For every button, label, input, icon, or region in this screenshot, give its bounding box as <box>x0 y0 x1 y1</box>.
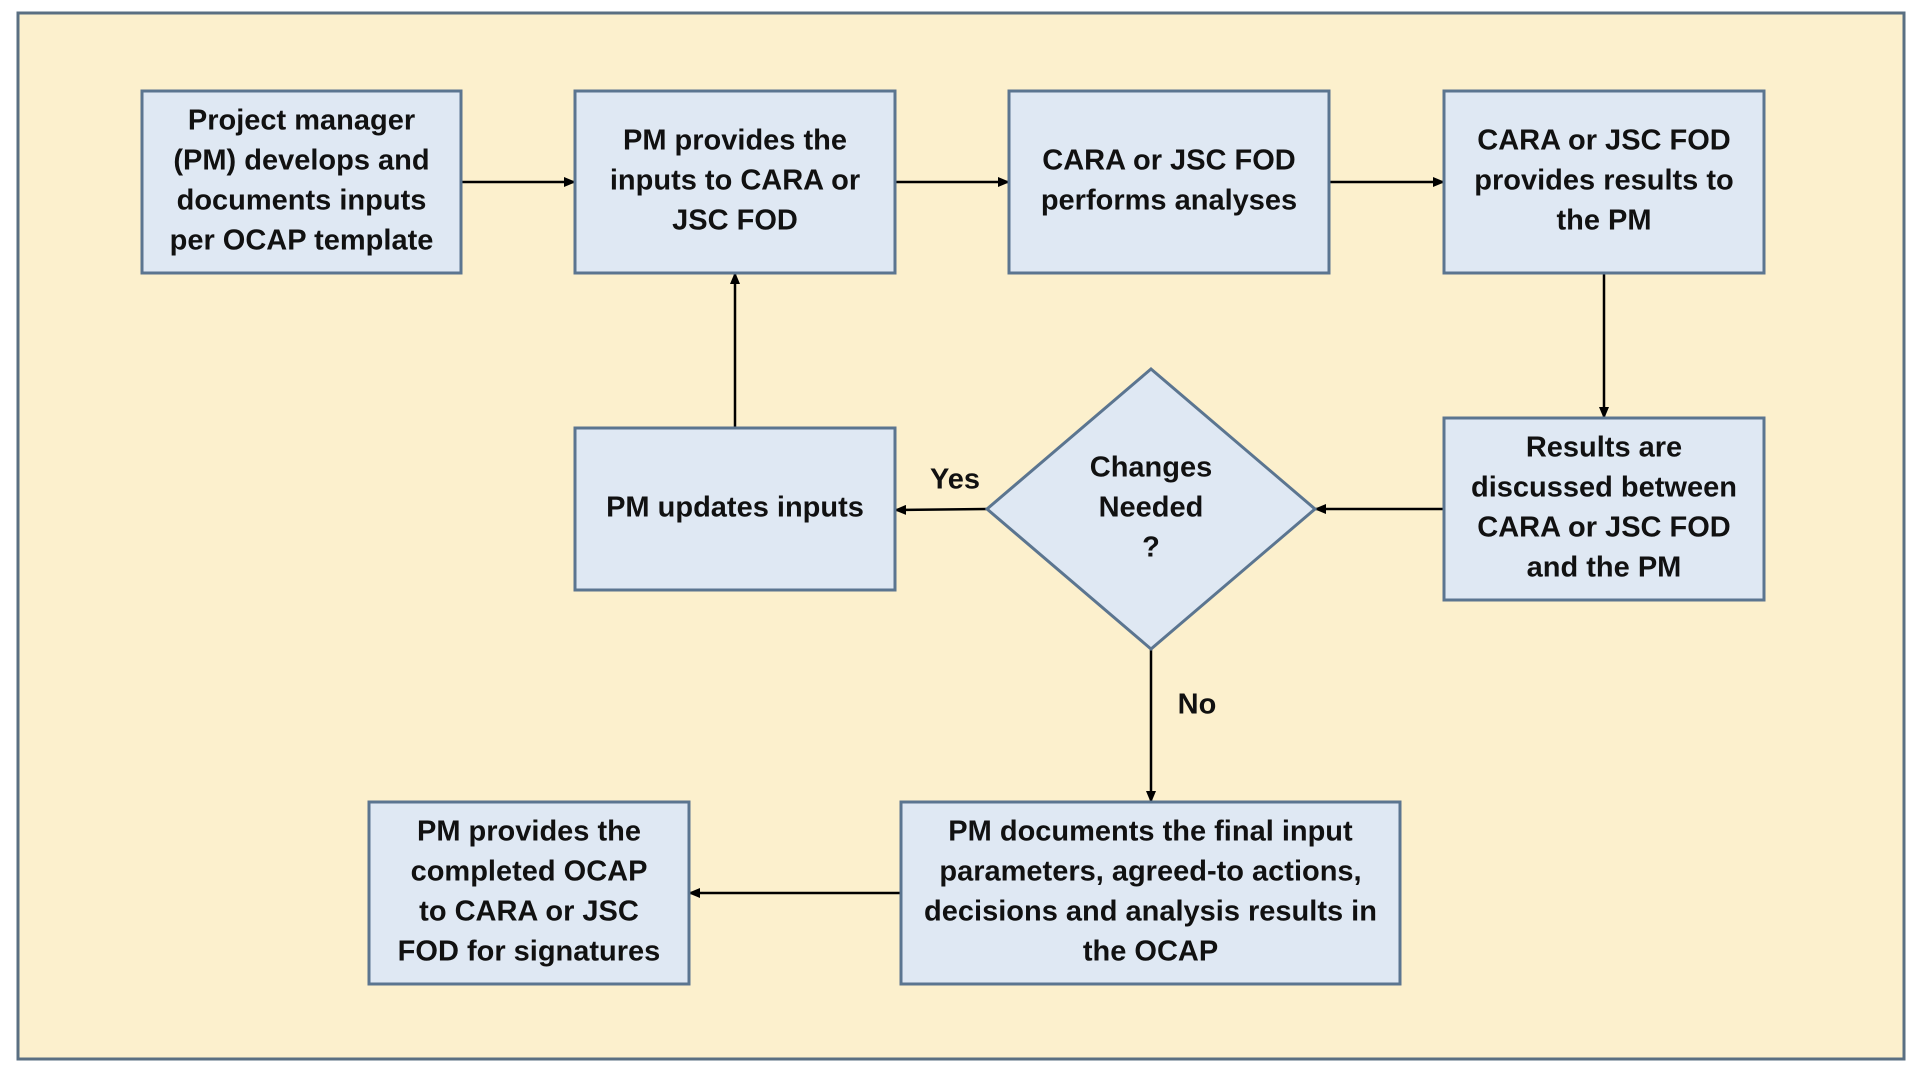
nodes-layer: Project manager (PM) develops and document… <box>140 89 1766 986</box>
node-text-line: discussed between <box>1471 472 1737 504</box>
node-text-line: parameters, agreed-to actions, <box>939 856 1361 888</box>
node-text-line: Changes <box>1090 452 1212 484</box>
node-pm-provides-inputs: PM provides the inputs to CARA or JSC FOD <box>573 89 897 275</box>
node-text-line: PM provides the <box>623 125 847 157</box>
node-text-line: performs analyses <box>1041 185 1297 217</box>
node-text-line: CARA or JSC FOD <box>1477 125 1731 157</box>
node-text-line: the OCAP <box>1083 936 1218 968</box>
edge-changes-needed-to-pm-updates <box>894 504 988 515</box>
node-text-line: CARA or JSC FOD <box>1477 512 1731 544</box>
node-text-line: Project manager <box>188 105 415 137</box>
process-box-shape <box>1007 89 1331 275</box>
node-text-line: FOD for signatures <box>398 936 661 968</box>
node-text-line: completed OCAP <box>411 856 648 888</box>
decision-diamond-shape <box>984 367 1318 651</box>
node-text-line: PM updates inputs <box>606 492 864 524</box>
node-pm-updates: PM updates inputs <box>573 426 897 592</box>
node-text-line: per OCAP template <box>170 225 434 257</box>
node-text-line: decisions and analysis results in <box>924 896 1377 928</box>
node-cara-provides-results: CARA or JSC FOD provides results to the PM <box>1442 89 1766 275</box>
node-text-line: PM provides the <box>417 816 641 848</box>
node-text-line: to CARA or JSC <box>419 896 639 928</box>
node-text-line: Needed <box>1099 492 1204 524</box>
edge-label-yes: Yes <box>930 464 980 496</box>
node-pm-provides-completed: PM provides the completed OCAP to CARA or … <box>367 800 691 986</box>
process-box-shape <box>1442 416 1766 602</box>
process-box-shape <box>573 426 897 592</box>
node-pm-develops: Project manager (PM) develops and document… <box>140 89 463 275</box>
node-text-line: ? <box>1142 532 1160 564</box>
node-text-line: documents inputs <box>177 185 427 217</box>
edge-label-no: No <box>1178 689 1217 721</box>
process-box-shape <box>899 800 1402 986</box>
node-text-line: Results are <box>1526 432 1682 464</box>
process-box-shape <box>573 89 897 275</box>
node-text-line: provides results to <box>1474 165 1733 197</box>
node-text-line: JSC FOD <box>672 205 798 237</box>
node-text-line: inputs to CARA or <box>610 165 860 197</box>
edges-layer <box>461 177 1609 898</box>
node-text-line: PM documents the final input <box>948 816 1353 848</box>
node-pm-documents-final: PM documents the final input parameters, … <box>899 800 1402 986</box>
node-text-line: (PM) develops and <box>173 145 429 177</box>
process-box-shape <box>140 89 463 275</box>
process-box-shape <box>1442 89 1766 275</box>
node-text-line: the PM <box>1556 205 1651 237</box>
node-text-line: and the PM <box>1527 552 1682 584</box>
process-box-shape <box>367 800 691 986</box>
node-cara-performs: CARA or JSC FOD performs analyses <box>1007 89 1331 275</box>
node-text-line: CARA or JSC FOD <box>1042 145 1296 177</box>
